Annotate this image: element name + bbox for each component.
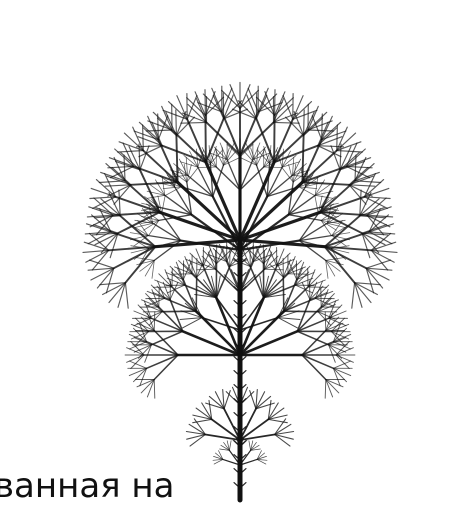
branch-segment [143, 151, 177, 183]
branch-segment [224, 391, 230, 409]
branch-segment [360, 190, 361, 216]
branch-segment [124, 133, 143, 151]
branch-segment [264, 167, 282, 168]
branch-segment [325, 380, 326, 399]
branch-segment [302, 355, 333, 368]
branch-segment [154, 355, 178, 380]
branch-segment [284, 311, 318, 312]
fractal-tree-branches [83, 83, 397, 501]
branch-segment [127, 355, 144, 362]
branch-segment [337, 125, 338, 151]
branch-segment [249, 441, 251, 451]
branch-segment [192, 274, 216, 298]
branch-segment [147, 355, 178, 368]
branch-segment [147, 195, 165, 198]
branch-segment [325, 247, 355, 283]
branch-segment [240, 167, 264, 190]
branch-segment [89, 260, 113, 268]
branch-segment [105, 185, 131, 186]
branch-segment [198, 167, 216, 168]
branch-segment [216, 167, 240, 190]
branch-segment [92, 250, 109, 270]
branch-segment [181, 122, 207, 123]
branch-segment [352, 283, 355, 309]
branch-segment [250, 391, 256, 409]
branch-segment [147, 342, 178, 355]
branch-segment [176, 110, 177, 136]
branch-segment [297, 307, 321, 331]
branch-segment [325, 312, 326, 331]
branch-segment [322, 114, 323, 140]
branch-segment [286, 117, 304, 135]
branch-segment [141, 380, 154, 393]
branch-segment [304, 110, 305, 136]
branch-segment [119, 190, 120, 216]
branch-segment [302, 342, 333, 355]
branch-segment [240, 160, 253, 190]
branch-segment [302, 151, 336, 183]
branch-segment [162, 311, 196, 312]
branch-segment [337, 133, 356, 151]
branch-segment [146, 130, 172, 131]
branch-segment [176, 117, 194, 135]
branch-segment [256, 246, 264, 263]
branch-segment [137, 146, 163, 147]
branch-segment [326, 380, 339, 393]
branch-segment [308, 130, 334, 131]
branch-segment [315, 195, 333, 198]
branch-segment [315, 196, 318, 214]
branch-segment [159, 307, 183, 331]
branch-segment [230, 85, 240, 109]
branch-segment [229, 441, 231, 451]
branch-segment [125, 283, 128, 309]
branch-segment [320, 181, 355, 212]
branch-segment [162, 196, 165, 214]
branch-segment [108, 166, 134, 167]
branch-segment [366, 260, 390, 268]
branch-segment [371, 250, 388, 270]
branch-segment [349, 185, 375, 186]
branch-segment [125, 247, 155, 283]
branch-segment [131, 332, 148, 340]
caption-text-fragment: ванная на [0, 462, 175, 510]
branch-segment [227, 160, 240, 190]
branch-segment [264, 274, 288, 298]
branch-segment [302, 355, 326, 380]
branch-segment [197, 269, 216, 270]
branch-segment [274, 122, 300, 123]
branch-segment [154, 380, 155, 399]
